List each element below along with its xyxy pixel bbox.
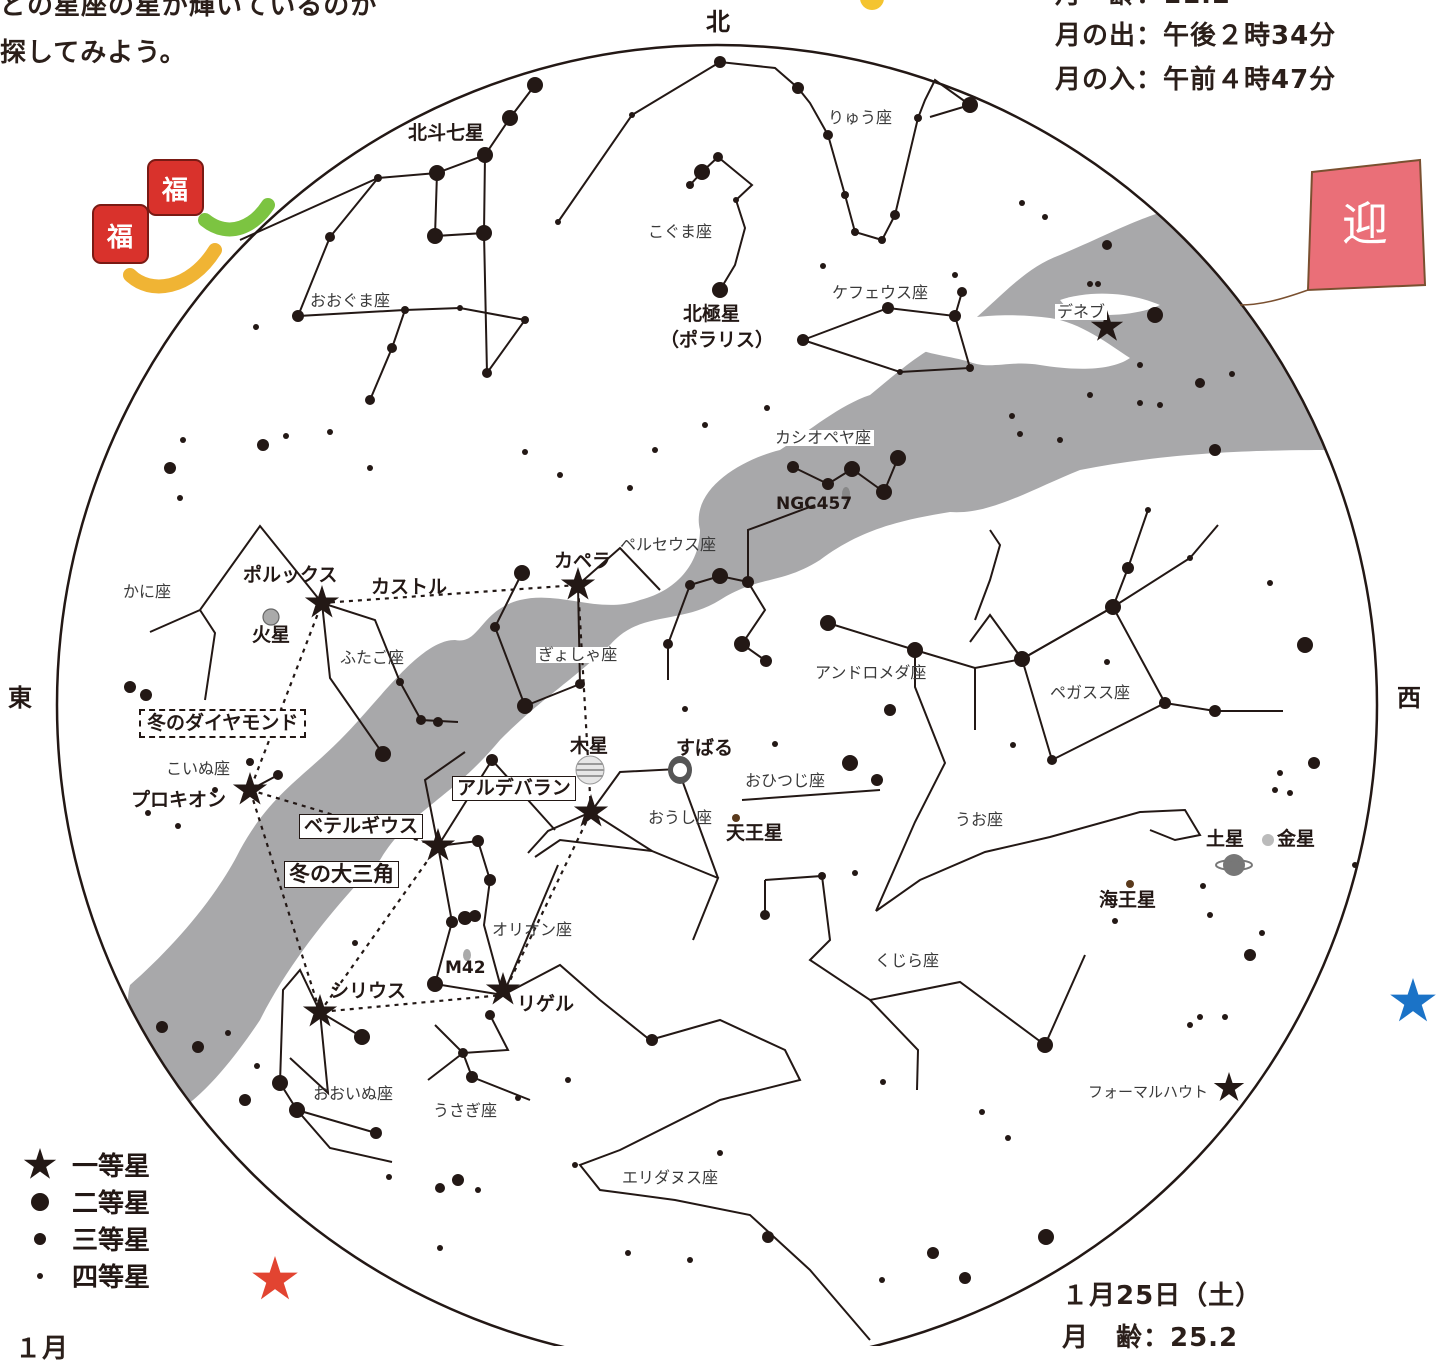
label-orion: オリオン座 — [492, 920, 573, 939]
fourth-magnitude-icon — [22, 1271, 58, 1281]
label-gemini: ふたご座 — [340, 648, 405, 667]
label-aries: おひつじ座 — [745, 771, 826, 790]
background-stars — [124, 56, 1358, 1284]
label-draco: りゅう座 — [828, 108, 893, 127]
legend-second-label: 二等星 — [72, 1189, 151, 1219]
legend-fourth-label: 四等星 — [72, 1263, 151, 1293]
label-fomalhaut: フォーマルハウト — [1088, 1083, 1209, 1101]
label-deneb: デネブ — [1055, 302, 1108, 321]
label-lepus: うさぎ座 — [433, 1101, 498, 1120]
snake-icon — [123, 243, 222, 294]
label-pegasus: ペガスス座 — [1050, 683, 1131, 702]
label-pollux: ポルックス — [243, 564, 338, 586]
legend-row-third: 三等星 — [22, 1220, 150, 1257]
legend-row-fourth: 四等星 — [22, 1257, 150, 1294]
horizon-circle — [55, 43, 1379, 1346]
label-uranus: 天王星 — [726, 822, 784, 844]
red-star-icon — [252, 1256, 298, 1300]
label-cassiopeia: カシオペヤ座 — [772, 430, 875, 446]
label-pisces: うお座 — [955, 810, 1004, 829]
label-pleiades: すばる — [676, 737, 734, 759]
new-year-decorations: 迎 福 福 — [92, 0, 1436, 1300]
label-ngc457: NGC457 — [776, 494, 853, 514]
label-sirius: シリウス — [330, 980, 407, 1002]
snake-icon — [198, 198, 275, 237]
third-magnitude-icon — [22, 1231, 58, 1247]
label-canis-minor: こいぬ座 — [166, 759, 231, 778]
first-magnitude-icon — [22, 1147, 58, 1182]
label-saturn: 土星 — [1206, 828, 1245, 850]
star-procyon — [232, 772, 268, 805]
label-castor: カストル — [371, 576, 448, 598]
pleiades-marker — [668, 756, 692, 784]
second-magnitude-icon — [22, 1191, 58, 1213]
label-venus: 金星 — [1277, 828, 1316, 850]
label-canis-major: おおいぬ座 — [313, 1084, 394, 1103]
intro-line-1: どの星座の星が輝いているのか — [0, 0, 378, 21]
m42-marker — [463, 949, 471, 961]
label-big-dipper: 北斗七星 — [408, 122, 485, 144]
legend-third-label: 三等星 — [72, 1226, 151, 1256]
intro-line-2: 探してみよう。 — [0, 38, 187, 68]
svg-text:迎: 迎 — [1342, 197, 1388, 251]
label-perseus: ペルセウス座 — [620, 535, 717, 554]
bottom-month-label: １月 — [15, 1334, 70, 1364]
neptune-marker — [1126, 880, 1134, 888]
direction-east: 東 — [8, 684, 32, 712]
label-mars: 火星 — [252, 624, 291, 646]
top-decoration-icon — [860, 0, 884, 10]
label-ursa-minor: こぐま座 — [648, 222, 713, 241]
legend-row-first: 一等星 — [22, 1146, 150, 1183]
label-jupiter: 木星 — [570, 735, 609, 757]
label-auriga: ぎょしゃ座 — [536, 645, 620, 664]
jupiter-marker — [575, 755, 605, 785]
direction-west: 西 — [1397, 684, 1421, 712]
legend-row-second: 二等星 — [22, 1183, 150, 1220]
label-procyon: プロキオン — [131, 789, 227, 811]
label-rigel: リゲル — [517, 993, 575, 1015]
label-andromeda: アンドロメダ座 — [815, 663, 927, 682]
star-aldebaran — [573, 794, 609, 827]
label-neptune: 海王星 — [1099, 889, 1157, 911]
planets — [262, 487, 1274, 961]
label-eridanus: エリダヌス座 — [622, 1168, 719, 1187]
label-betelgeuse: ベテルギウス — [299, 814, 424, 839]
label-capella: カペラ — [554, 550, 612, 572]
label-m42: M42 — [445, 958, 486, 978]
date-label: １月25日（土） — [1062, 1281, 1263, 1311]
label-polaris: 北極星 — [683, 303, 741, 325]
legend-first-label: 一等星 — [72, 1152, 151, 1182]
venus-marker — [1262, 834, 1274, 846]
label-winter-diamond: 冬のダイヤモンド — [139, 709, 307, 738]
label-aldebaran: アルデバラン — [452, 776, 576, 801]
uranus-marker — [732, 814, 740, 822]
label-taurus: おうし座 — [648, 808, 713, 827]
moon-age-today: 月 齢：11.2 — [1055, 0, 1231, 8]
moonrise-time: 月の出：午後２時34分 — [1055, 21, 1337, 51]
saturn-marker — [1215, 854, 1253, 876]
direction-north: 北 — [706, 8, 730, 36]
mars-marker — [262, 608, 280, 626]
svg-text:福: 福 — [161, 176, 188, 206]
label-ursa-major: おおぐま座 — [310, 291, 391, 310]
svg-text:福: 福 — [106, 223, 133, 253]
moonset-time: 月の入：午前４時47分 — [1055, 65, 1337, 95]
ngc457-marker — [842, 487, 850, 501]
label-cancer: かに座 — [123, 582, 172, 601]
label-winter-triangle: 冬の大三角 — [284, 861, 399, 888]
label-cepheus: ケフェウス座 — [832, 283, 929, 302]
kite-icon: 迎 — [1239, 158, 1427, 306]
star-fomalhaut — [1213, 1072, 1245, 1101]
label-polaris-sub: （ポラリス） — [660, 329, 775, 351]
label-cetus: くじら座 — [875, 951, 940, 970]
moon-age-date: 月 齢：25.2 — [1062, 1323, 1239, 1353]
lucky-bag-icon: 福 福 — [92, 159, 204, 264]
blue-star-icon — [1390, 978, 1436, 1022]
